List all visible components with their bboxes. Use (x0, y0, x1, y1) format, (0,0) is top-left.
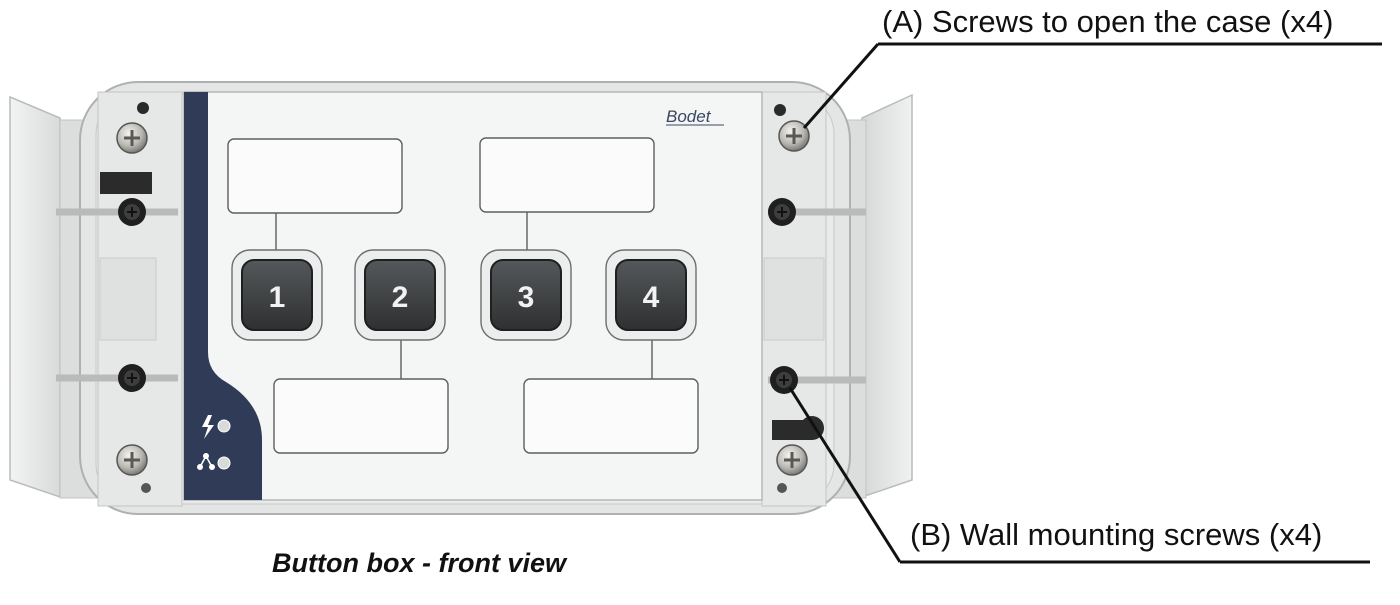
case-screw (778, 120, 810, 152)
label-window (523, 378, 699, 454)
wall-mounting-screw (770, 366, 798, 394)
label-window (273, 378, 449, 454)
button-2[interactable]: 2 (354, 249, 446, 341)
callout-b-leader (788, 387, 1370, 564)
label-window (227, 138, 403, 214)
right-mounting-rail (761, 91, 866, 507)
left-mounting-rail (56, 91, 183, 507)
label-window (479, 137, 655, 213)
button-3[interactable]: 3 (480, 249, 572, 341)
button-2-label: 2 (392, 281, 409, 314)
wall-mounting-screw (118, 364, 146, 392)
wall-mounting-screw (118, 198, 146, 226)
network-icon (197, 453, 231, 470)
button-4[interactable]: 4 (605, 249, 697, 341)
case-screw (776, 444, 808, 476)
wall-mounting-screw (768, 198, 796, 226)
button-4-label: 4 (643, 281, 660, 314)
callout-a-leader (802, 42, 1382, 129)
callout-case-screws: (A) Screws to open the case (x4) (882, 4, 1334, 39)
power-icon (202, 415, 231, 439)
figure-caption: Button box - front view (272, 548, 566, 578)
case-screw (116, 444, 148, 476)
case-screw (116, 122, 148, 154)
button-1-label: 1 (269, 281, 286, 314)
callout-wall-screws: (B) Wall mounting screws (x4) (910, 517, 1323, 552)
brand-logo: Bodet (666, 107, 712, 126)
button-3-label: 3 (518, 281, 535, 314)
label-connectors (275, 212, 653, 379)
button-1[interactable]: 1 (231, 249, 323, 341)
side-strip (184, 92, 262, 500)
